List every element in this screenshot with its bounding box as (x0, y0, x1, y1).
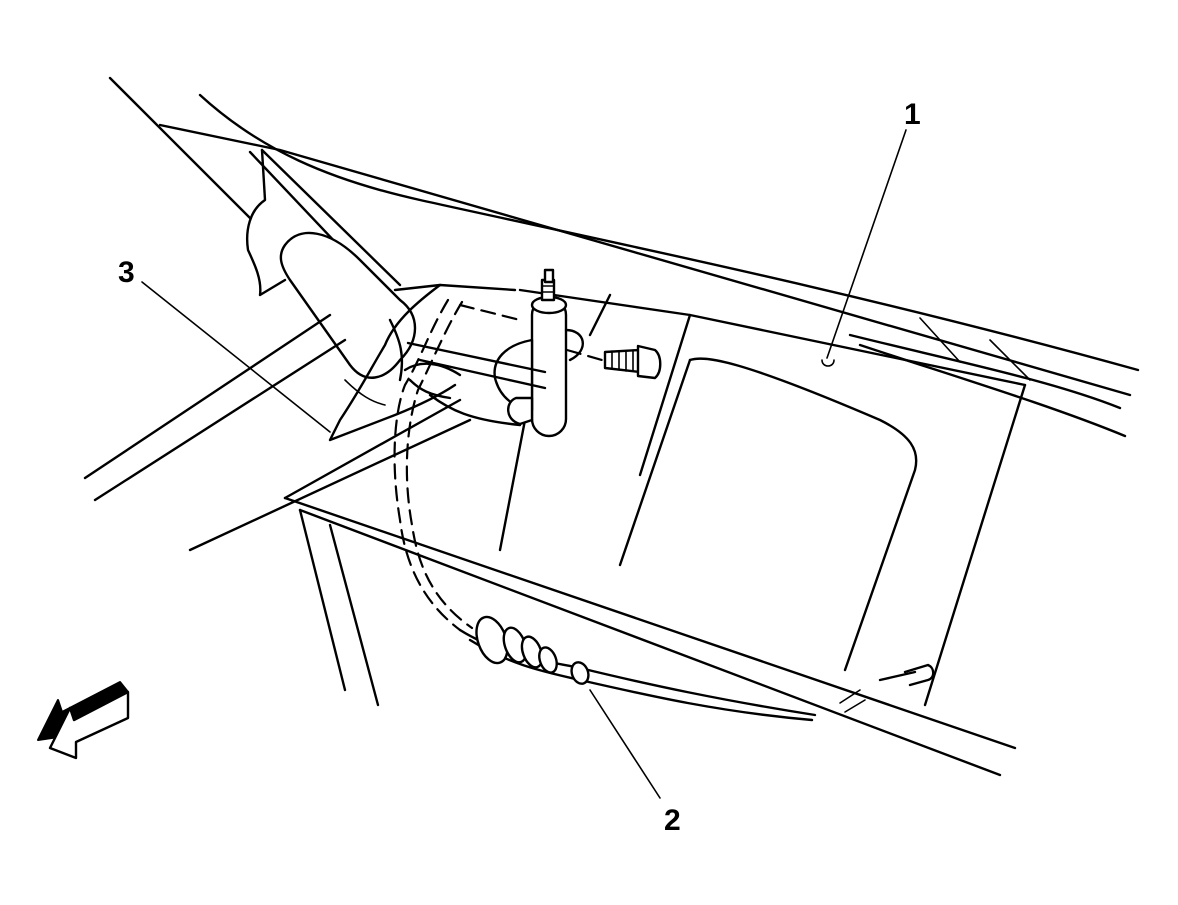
callout-1: 1 (904, 98, 921, 131)
release-handle (406, 268, 584, 438)
bolt (565, 344, 662, 380)
callout-2: 2 (664, 804, 681, 837)
callout-3: 3 (118, 256, 135, 289)
hook-1 (821, 359, 835, 367)
fender-panels (83, 313, 1017, 777)
leader-line-3 (141, 281, 331, 433)
leader-line-1 (826, 129, 907, 359)
inner-panel (498, 288, 1027, 713)
hood-outline (108, 76, 1140, 438)
cable-grommet (475, 615, 590, 685)
leader-line-2 (589, 689, 661, 799)
leader-lines (141, 129, 907, 799)
forward-direction-arrow-icon (37, 681, 130, 760)
